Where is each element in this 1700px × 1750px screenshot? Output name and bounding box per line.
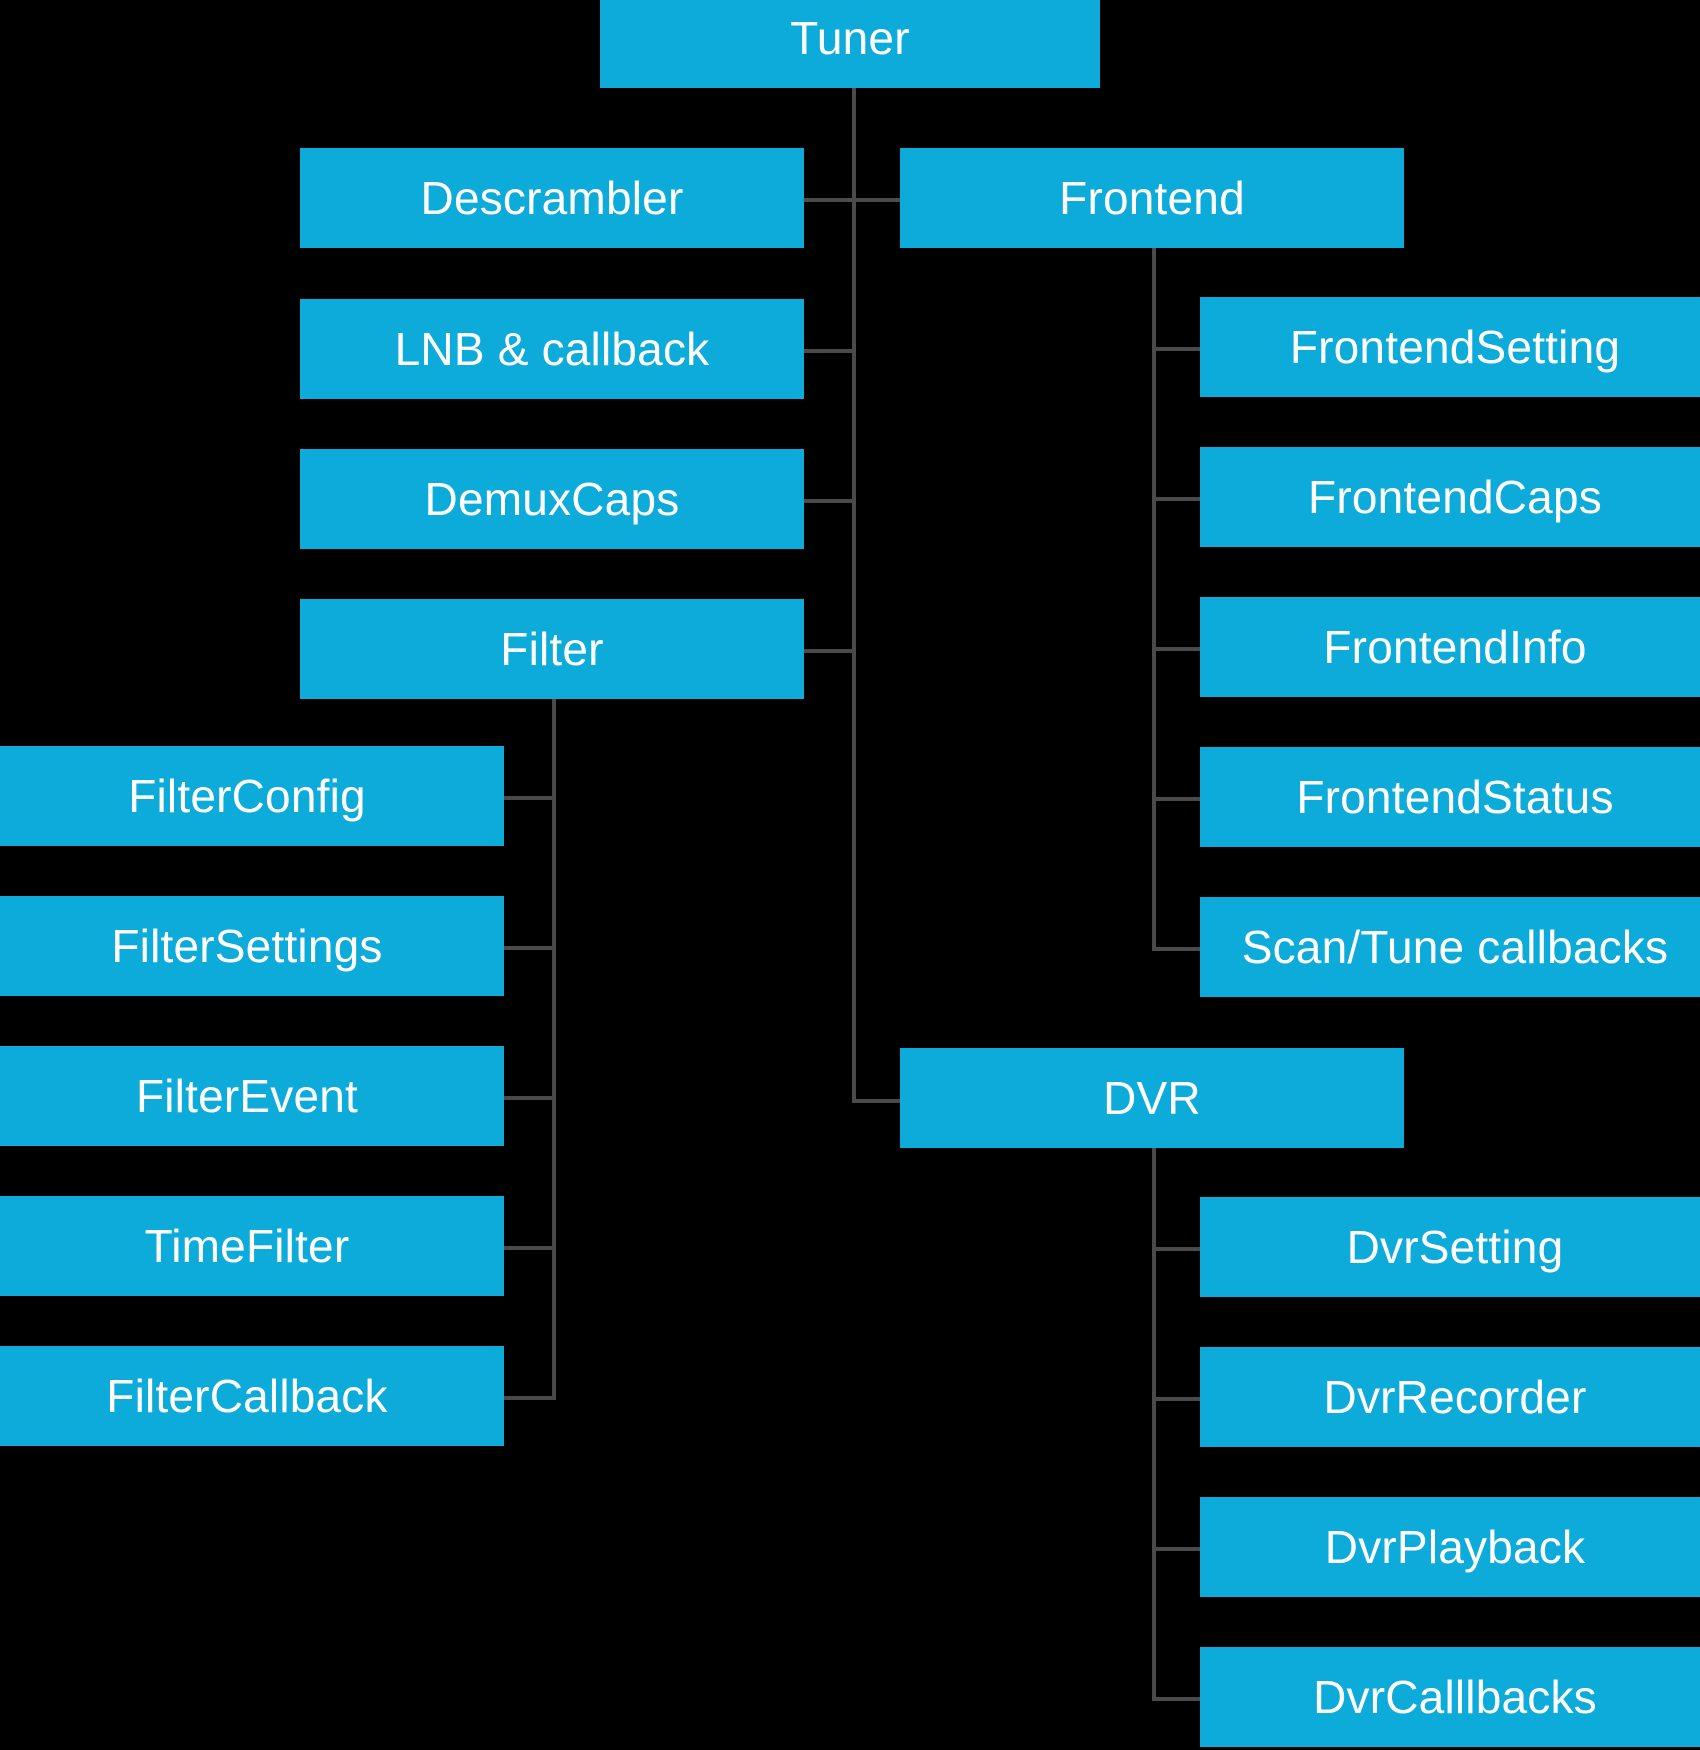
- node-tuner-label: Tuner: [790, 12, 910, 64]
- edge-filter-filtersettings: [504, 946, 556, 950]
- edge-filter-filterevent: [504, 1096, 556, 1100]
- node-timefilter[interactable]: TimeFilter: [0, 1196, 504, 1296]
- node-frontend-label: Frontend: [1059, 172, 1245, 224]
- node-dvrsetting-label: DvrSetting: [1346, 1221, 1564, 1273]
- node-frontendstatus[interactable]: FrontendStatus: [1200, 747, 1700, 847]
- node-dvrrecorder-label: DvrRecorder: [1323, 1371, 1587, 1423]
- node-frontendsetting[interactable]: FrontendSetting: [1200, 297, 1700, 397]
- node-filterconfig[interactable]: FilterConfig: [0, 746, 504, 846]
- edge-frontend-frontendsetting: [1152, 347, 1204, 351]
- edge-tuner-demuxcaps: [804, 499, 856, 503]
- edge-frontend-frontendinfo: [1152, 647, 1204, 651]
- edge-frontend-frontendstatus: [1152, 797, 1204, 801]
- node-frontendstatus-label: FrontendStatus: [1296, 771, 1614, 823]
- edge-filter-timefilter: [504, 1246, 556, 1250]
- node-demuxcaps-label: DemuxCaps: [424, 473, 680, 525]
- node-dvrrecorder[interactable]: DvrRecorder: [1200, 1347, 1700, 1447]
- node-filter[interactable]: Filter: [300, 599, 804, 699]
- node-frontendcaps[interactable]: FrontendCaps: [1200, 447, 1700, 547]
- node-filter-label: Filter: [500, 623, 604, 675]
- node-lnb-callback[interactable]: LNB & callback: [300, 299, 804, 399]
- node-frontendinfo-label: FrontendInfo: [1323, 621, 1587, 673]
- node-filtercallback-label: FilterCallback: [106, 1370, 388, 1422]
- node-descrambler[interactable]: Descrambler: [300, 148, 804, 248]
- edge-tuner-descrambler: [804, 198, 856, 202]
- node-demuxcaps[interactable]: DemuxCaps: [300, 449, 804, 549]
- node-descrambler-label: Descrambler: [420, 172, 684, 224]
- node-dvr[interactable]: DVR: [900, 1048, 1404, 1148]
- node-dvr-label: DVR: [1103, 1072, 1201, 1124]
- edge-frontend-scantune: [1152, 947, 1204, 951]
- node-timefilter-label: TimeFilter: [144, 1220, 350, 1272]
- node-filtersettings-label: FilterSettings: [111, 920, 383, 972]
- node-dvrcallbacks-label: DvrCalllbacks: [1313, 1671, 1597, 1723]
- node-scan-tune-callbacks-label: Scan/Tune callbacks: [1241, 921, 1669, 973]
- node-frontendsetting-label: FrontendSetting: [1289, 321, 1621, 373]
- edge-dvr-spine: [1152, 1148, 1156, 1700]
- edge-filter-spine: [552, 689, 556, 1400]
- node-filtercallback[interactable]: FilterCallback: [0, 1346, 504, 1446]
- edge-tuner-spine: [852, 88, 856, 1103]
- edge-dvr-dvrsetting: [1152, 1247, 1204, 1251]
- node-lnb-callback-label: LNB & callback: [394, 323, 710, 375]
- node-dvrsetting[interactable]: DvrSetting: [1200, 1197, 1700, 1297]
- node-dvrcallbacks[interactable]: DvrCalllbacks: [1200, 1647, 1700, 1747]
- edge-tuner-lnb: [804, 349, 856, 353]
- node-filterevent-label: FilterEvent: [135, 1070, 359, 1122]
- node-tuner[interactable]: Tuner: [600, 0, 1100, 88]
- edge-dvr-dvrplayback: [1152, 1547, 1204, 1551]
- edge-dvr-dvrrecorder: [1152, 1397, 1204, 1401]
- node-frontendcaps-label: FrontendCaps: [1308, 471, 1602, 523]
- edge-tuner-frontend: [852, 198, 904, 202]
- edge-filter-filterconfig: [504, 796, 556, 800]
- node-filtersettings[interactable]: FilterSettings: [0, 896, 504, 996]
- node-frontend[interactable]: Frontend: [900, 148, 1404, 248]
- edge-frontend-spine: [1152, 240, 1156, 951]
- node-scan-tune-callbacks[interactable]: Scan/Tune callbacks: [1200, 897, 1700, 997]
- node-filterconfig-label: FilterConfig: [128, 770, 366, 822]
- node-filterevent[interactable]: FilterEvent: [0, 1046, 504, 1146]
- node-frontendinfo[interactable]: FrontendInfo: [1200, 597, 1700, 697]
- edge-tuner-filter: [804, 649, 856, 653]
- edge-filter-filtercallback: [504, 1396, 556, 1400]
- edge-tuner-dvr: [852, 1099, 904, 1103]
- node-dvrplayback[interactable]: DvrPlayback: [1200, 1497, 1700, 1597]
- edge-dvr-dvrcallbacks: [1152, 1697, 1204, 1701]
- node-dvrplayback-label: DvrPlayback: [1324, 1521, 1586, 1573]
- edge-frontend-frontendcaps: [1152, 497, 1204, 501]
